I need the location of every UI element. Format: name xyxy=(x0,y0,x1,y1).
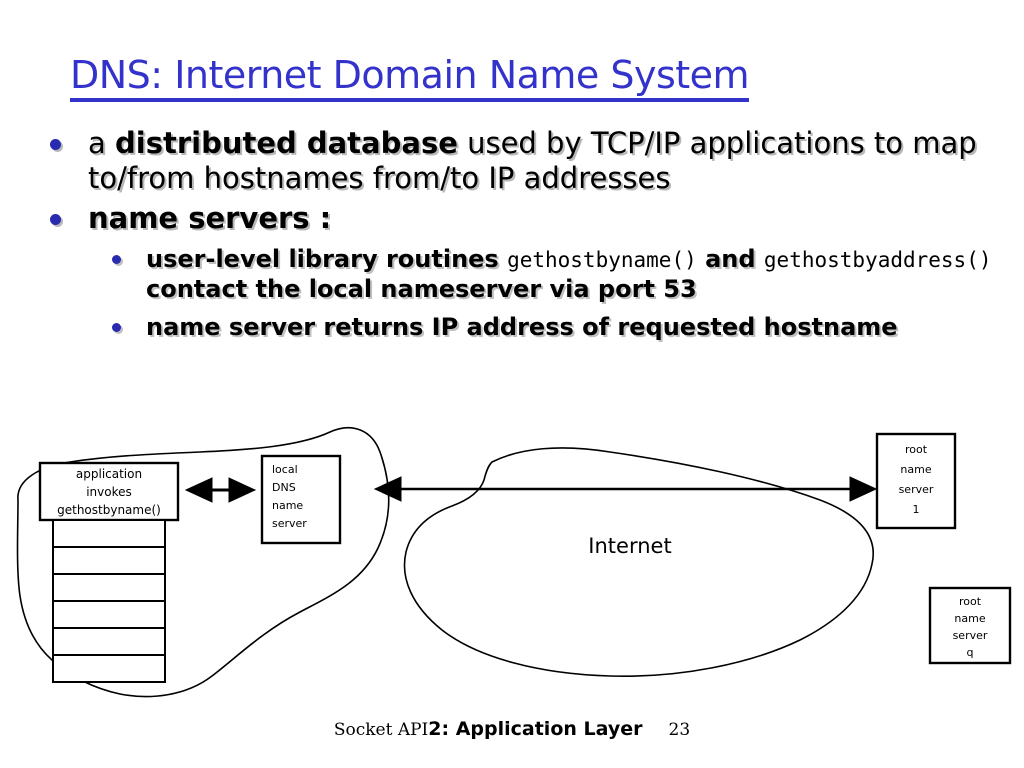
bullet-text-0-2: used by TCP/IP applications to map to/fr… xyxy=(88,126,977,196)
sub-bullet-text-2-0: user-level library routines xyxy=(146,245,508,274)
bullet-text-1-0: name servers : xyxy=(88,200,332,235)
dns-diagram: application invokes gethostbyname() loca… xyxy=(0,408,1024,708)
bullet-marker-icon xyxy=(50,139,61,150)
sub-bullet-item-library-routines: user-level library routines gethostbynam… xyxy=(42,244,992,304)
code-gethostbyaddress: gethostbyaddress() xyxy=(763,248,992,273)
resolver-stack xyxy=(52,519,166,683)
root-name-server-1-box xyxy=(875,432,957,530)
root-server-q-line-2: server xyxy=(953,629,988,642)
root-server-1-line-3: 1 xyxy=(913,503,920,516)
local-dns-box-line-0: local xyxy=(272,463,298,476)
internet-cloud-label: Internet xyxy=(588,534,671,558)
local-network-cloud-shape xyxy=(16,427,390,698)
footer-page-number: 23 xyxy=(668,720,691,740)
root-server-q-line-3: q xyxy=(967,646,974,659)
root-server-1-line-0: root xyxy=(905,443,928,456)
application-box-line-2: gethostbyname() xyxy=(57,503,161,517)
root-name-server-q-box xyxy=(928,586,1012,665)
root-server-q-line-1: name xyxy=(954,612,985,625)
dns-to-root-arrow xyxy=(373,476,878,502)
sub-bullet-item-returns-ip: name server returns IP address of reques… xyxy=(42,312,992,342)
footer-chapter: 2: Application Layer xyxy=(428,718,643,740)
app-to-dns-arrow xyxy=(184,477,257,503)
root-server-1-line-1: name xyxy=(900,463,931,476)
bullet-marker-icon xyxy=(50,213,61,225)
sub-bullet-marker-icon xyxy=(112,255,121,265)
bullet-item-name-servers: name servers : xyxy=(42,201,992,236)
bullet-item-distributed-database: a distributed database used by TCP/IP ap… xyxy=(42,126,992,197)
bullet-text-0-1: distributed database xyxy=(115,126,458,160)
sub-bullet-marker-icon xyxy=(112,323,121,333)
root-server-1-line-2: server xyxy=(899,483,934,496)
local-dns-box xyxy=(260,454,342,545)
slide-footer: Socket API2: Application Layer 23 xyxy=(0,718,1024,740)
local-dns-box-line-2: name xyxy=(272,499,303,512)
internet-cloud-shape xyxy=(403,447,874,677)
local-dns-box-line-1: DNS xyxy=(272,481,296,494)
local-dns-box-line-3: server xyxy=(272,517,307,530)
application-box-line-1: invokes xyxy=(86,485,132,499)
bullet-text-0-0: a xyxy=(88,126,115,160)
bullet-list: a distributed database used by TCP/IP ap… xyxy=(42,126,992,342)
sub-bullet-text-3-0: name server returns IP address of reques… xyxy=(146,313,898,342)
sub-bullet-text-2-4: contact the local nameserver via port 53 xyxy=(146,275,697,304)
footer-source: Socket API xyxy=(333,720,429,740)
sub-bullet-text-2-2: and xyxy=(696,245,764,274)
code-gethostbyname: gethostbyname() xyxy=(507,248,697,273)
page-title: DNS: Internet Domain Name System xyxy=(70,55,750,102)
application-box-line-0: application xyxy=(76,467,142,481)
root-server-q-line-0: root xyxy=(959,595,982,608)
